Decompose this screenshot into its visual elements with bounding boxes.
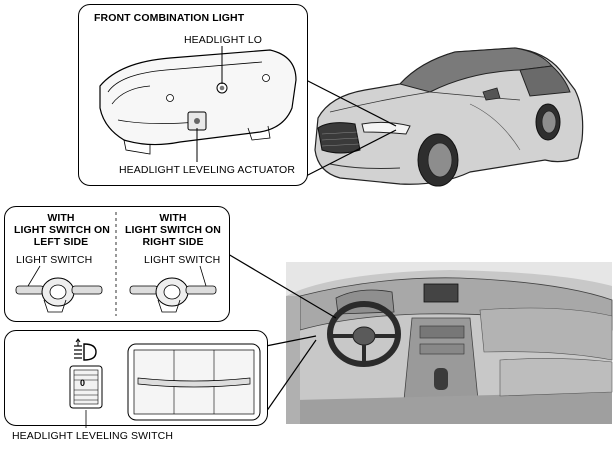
right-light-switch-label: LIGHT SWITCH	[144, 254, 221, 266]
headlight-leveling-switch-label: HEADLIGHT LEVELING SWITCH	[12, 430, 174, 442]
car-interior-illustration	[286, 262, 613, 424]
headlight-leveling-switch-callout	[4, 330, 268, 426]
leader-lines	[227, 79, 397, 413]
left-side-heading-1: WITH	[47, 212, 75, 224]
headlight-lo-label: HEADLIGHT LO	[184, 34, 263, 46]
right-side-heading-1: WITH	[159, 212, 187, 224]
dial-value: 0	[80, 378, 86, 388]
front-combination-light-callout	[78, 4, 308, 186]
front-combination-light-title: FRONT COMBINATION LIGHT	[94, 12, 245, 24]
right-side-heading-3: RIGHT SIDE	[142, 236, 204, 248]
headlight-leveling-actuator-label: HEADLIGHT LEVELING ACTUATOR	[119, 164, 295, 176]
left-side-heading-3: LEFT SIDE	[33, 236, 89, 248]
left-side-heading-2: LIGHT SWITCH ON	[14, 224, 110, 236]
right-side-heading-2: LIGHT SWITCH ON	[125, 224, 221, 236]
left-light-switch-label: LIGHT SWITCH	[16, 254, 93, 266]
car-exterior-illustration	[314, 47, 584, 187]
